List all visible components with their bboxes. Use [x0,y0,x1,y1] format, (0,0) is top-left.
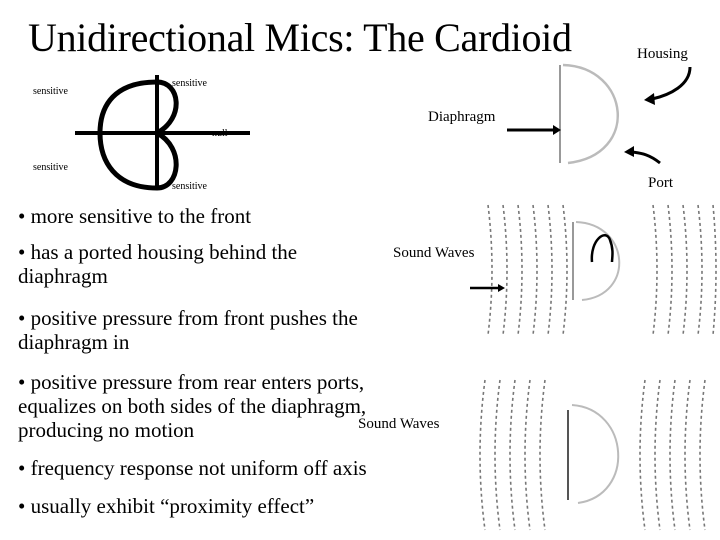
mic-housing-diagram [507,63,692,165]
front-sound-waves-label: Sound Waves [393,245,475,261]
bullet-item: • positive pressure from rear enters por… [18,370,367,442]
bullet-item: • has a ported housing behind the diaphr… [18,240,298,288]
housing-label: Housing [637,46,688,62]
front-sound-waves-diagram [470,204,717,336]
cardioid-polar-diagram [75,75,250,191]
label-sensitive-top: sensitive [172,78,207,89]
label-sensitive-bottom: sensitive [172,181,207,192]
rear-sound-waves-diagram [479,379,706,531]
label-null: null [212,128,228,139]
slide-title: Unidirectional Mics: The Cardioid [28,15,572,60]
diaphragm-label: Diaphragm [428,109,496,125]
bullet-item: • usually exhibit “proximity effect” [18,494,315,518]
port-label: Port [648,175,674,191]
cardioid-curve [97,79,179,191]
bullet-item: • more sensitive to the front [18,204,252,228]
bullet-item: • positive pressure from front pushes th… [18,306,358,354]
label-sensitive-left-bottom: sensitive [33,162,68,173]
housing-arc [562,63,619,165]
rear-sound-waves-label: Sound Waves [358,416,440,432]
bullet-item: • frequency response not uniform off axi… [18,456,367,480]
label-sensitive-left-top: sensitive [33,86,68,97]
